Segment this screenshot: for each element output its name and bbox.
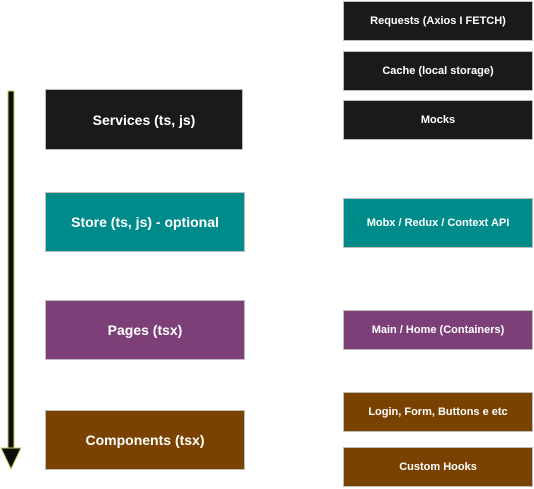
store-box: Store (ts, js) - optional: [45, 192, 245, 252]
custom-hooks-box: Custom Hooks: [343, 447, 533, 487]
flow-arrow: [0, 90, 22, 471]
login-form-buttons-box: Login, Form, Buttons e etc: [343, 392, 533, 432]
main-home-box: Main / Home (Containers): [343, 310, 533, 350]
state-management-box: Mobx / Redux / Context API: [343, 198, 533, 248]
cache-label: Cache (local storage): [382, 65, 494, 77]
pages-box: Pages (tsx): [45, 300, 245, 360]
flow-arrow-shaft: [7, 90, 15, 449]
flow-arrow-head: [0, 447, 22, 471]
main-home-label: Main / Home (Containers): [371, 324, 505, 336]
custom-hooks-label: Custom Hooks: [399, 461, 477, 473]
state-management-label: Mobx / Redux / Context API: [366, 217, 510, 229]
services-box: Services (ts, js): [45, 89, 243, 150]
mocks-label: Mocks: [420, 114, 456, 126]
components-box: Components (tsx): [45, 410, 245, 470]
login-form-buttons-label: Login, Form, Buttons e etc: [368, 406, 508, 418]
requests-label: Requests (Axios I FETCH): [370, 15, 506, 27]
cache-box: Cache (local storage): [343, 51, 533, 91]
pages-label: Pages (tsx): [107, 322, 183, 338]
components-label: Components (tsx): [85, 432, 205, 448]
store-label: Store (ts, js) - optional: [71, 214, 219, 230]
mocks-box: Mocks: [343, 100, 533, 140]
services-label: Services (ts, js): [92, 111, 196, 128]
requests-box: Requests (Axios I FETCH): [343, 1, 533, 41]
